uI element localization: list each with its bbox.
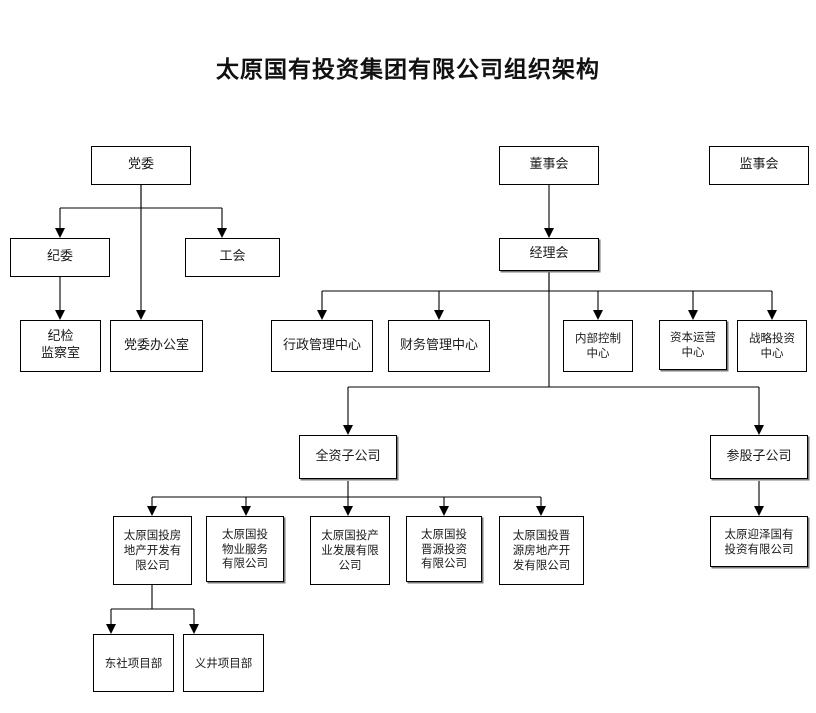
node-yingze-investment-company[interactable]: 太原迎泽国有 投资有限公司: [710, 516, 808, 567]
node-board-of-directors[interactable]: 董事会: [499, 146, 599, 185]
arrow-to-wholly-owned: [343, 425, 353, 435]
node-internal-control-center[interactable]: 内部控制 中心: [563, 320, 633, 372]
arrow-to-dongshe: [106, 624, 116, 634]
arrow-equity-to-yingze: [754, 506, 764, 516]
node-equity-participation-subsidiaries[interactable]: 参股子公司: [710, 435, 808, 479]
arrow-party-to-office: [136, 310, 146, 320]
arrow-to-yijing: [189, 624, 199, 634]
arrow-board-to-manager: [544, 228, 554, 238]
node-labor-union[interactable]: 工会: [185, 238, 280, 277]
node-industry-development-company[interactable]: 太原国投产 业发展有限 公司: [310, 516, 390, 585]
node-property-service-company[interactable]: 太原国投 物业服务 有限公司: [206, 516, 284, 582]
arrow-to-property: [241, 506, 251, 516]
arrow-discipline-to-inspection: [55, 310, 65, 320]
node-finance-management-center[interactable]: 财务管理中心: [388, 320, 490, 372]
node-admin-management-center[interactable]: 行政管理中心: [271, 320, 373, 372]
node-manager-meeting[interactable]: 经理会: [499, 238, 599, 271]
arrow-manager-to-admin: [317, 310, 327, 320]
node-jinyuan-investment-company[interactable]: 太原国投 晋源投资 有限公司: [406, 516, 482, 582]
node-discipline-inspection-office[interactable]: 纪检 监察室: [20, 320, 101, 372]
arrow-party-to-union: [217, 228, 227, 238]
arrow-manager-to-finance: [434, 310, 444, 320]
node-board-of-supervisors[interactable]: 监事会: [709, 146, 809, 185]
arrow-manager-to-capital: [688, 310, 698, 320]
node-strategic-investment-center[interactable]: 战略投资 中心: [737, 320, 807, 372]
arrow-to-real-estate: [147, 506, 157, 516]
arrow-to-jinyuan-real-estate: [536, 506, 546, 516]
page-title: 太原国有投资集团有限公司组织架构: [216, 56, 600, 83]
node-discipline-committee[interactable]: 纪委: [10, 238, 110, 277]
arrow-party-to-discipline: [55, 228, 65, 238]
arrow-to-jinyuan-investment: [439, 506, 449, 516]
node-dongshe-project-dept[interactable]: 东社项目部: [93, 634, 174, 692]
node-wholly-owned-subsidiaries[interactable]: 全资子公司: [299, 435, 397, 479]
node-yijing-project-dept[interactable]: 义井项目部: [183, 634, 264, 692]
node-real-estate-company[interactable]: 太原国投房 地产开发有 限公司: [113, 516, 192, 585]
node-jinyuan-real-estate-company[interactable]: 太原国投晋 源房地产开 发有限公司: [499, 516, 584, 585]
node-party-committee-office[interactable]: 党委办公室: [110, 320, 203, 372]
arrow-manager-to-internal-control: [593, 310, 603, 320]
arrow-to-industry: [343, 506, 353, 516]
node-party-committee[interactable]: 党委: [91, 146, 191, 185]
arrow-to-equity-participation: [754, 425, 764, 435]
node-capital-operation-center[interactable]: 资本运营 中心: [659, 320, 727, 370]
arrow-manager-to-strategic: [767, 310, 777, 320]
